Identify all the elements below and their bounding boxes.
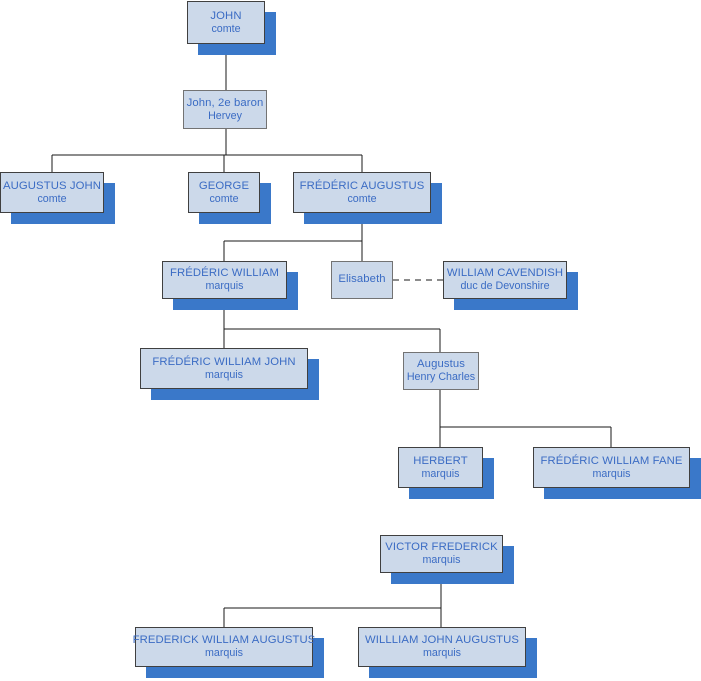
node-name: WILLIAM CAVENDISH xyxy=(446,267,564,280)
node-name: JOHN xyxy=(210,9,242,22)
node-name: Augustus xyxy=(417,358,465,371)
node-name: FRÉDÉRIC WILLIAM FANE xyxy=(540,454,683,467)
node-title: duc de Devonshire xyxy=(460,280,550,293)
node-title: comte xyxy=(37,192,67,205)
node-name: GEORGE xyxy=(198,179,250,192)
node-title: marquis xyxy=(421,467,460,480)
node-name: FREDERICK WILLIAM AUGUSTUS xyxy=(132,634,316,647)
node-title: marquis xyxy=(205,280,244,293)
node-title: Hervey xyxy=(208,109,242,122)
node-title: comte xyxy=(347,192,377,205)
node-name: FRÉDÉRIC AUGUSTUS xyxy=(299,179,425,192)
node-name: AUGUSTUS JOHN xyxy=(3,179,101,192)
node-name: FRÉDÉRIC WILLIAM JOHN xyxy=(152,355,296,368)
node-title: Henry Charles xyxy=(406,371,476,384)
node-title: marquis xyxy=(422,554,461,567)
node-title: marquis xyxy=(422,647,461,660)
node-title: marquis xyxy=(204,368,243,381)
node-name: VICTOR FREDERICK xyxy=(385,541,498,554)
node-elisabeth[interactable]: Elisabeth xyxy=(331,261,393,299)
node-title: comte xyxy=(211,22,241,35)
node-title: marquis xyxy=(592,467,631,480)
node-name: John, 2e baron xyxy=(186,96,264,109)
node-title: comte xyxy=(209,192,239,205)
node-name: HERBERT xyxy=(413,454,468,467)
node-name: WILLLIAM JOHN AUGUSTUS xyxy=(364,634,520,647)
node-name: Elisabeth xyxy=(338,273,386,286)
node-title: marquis xyxy=(204,647,243,660)
node-name: FRÉDÉRIC WILLIAM xyxy=(170,267,279,280)
